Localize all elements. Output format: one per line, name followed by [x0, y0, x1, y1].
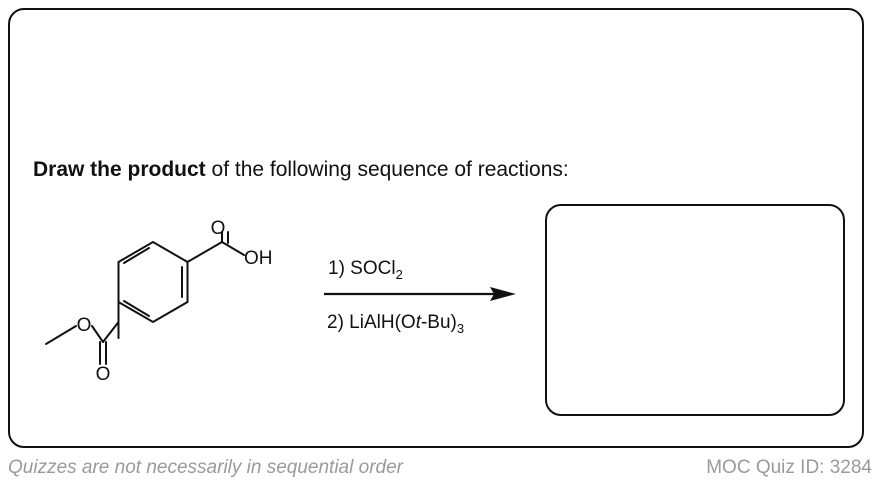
methyl-bond [45, 325, 77, 345]
quiz-id: MOC Quiz ID: 3284 [706, 457, 872, 478]
ring-to-acid-bond [186, 241, 223, 263]
benzene-ring [117, 240, 189, 324]
ester-carbon-bond [102, 321, 120, 343]
ester-o-bond [91, 325, 104, 343]
question-prompt: Draw the product of the following sequen… [33, 158, 569, 182]
reagent-step-1: 1) SOCl2 [328, 258, 403, 282]
aromatic-bond [123, 300, 150, 317]
product-answer-box[interactable] [545, 204, 845, 416]
prompt-bold: Draw the product [33, 158, 206, 181]
carbonyl-o-top: O [211, 218, 226, 239]
reaction-arrow-icon [324, 287, 516, 301]
quiz-card [8, 8, 864, 448]
hydroxyl-label: OH [244, 248, 273, 269]
starting-material-structure: O OH O O [45, 218, 273, 385]
ester-o-label: O [77, 315, 92, 336]
reagent-step-2: 2) LiAlH(Ot-Bu)3 [327, 312, 465, 336]
acid-oh-bond [221, 241, 245, 256]
prompt-rest: of the following sequence of reactions: [205, 158, 569, 181]
footer-disclaimer: Quizzes are not necessarily in sequentia… [8, 457, 403, 478]
aromatic-bond [123, 247, 150, 264]
carbonyl-o-bottom: O [96, 364, 111, 385]
